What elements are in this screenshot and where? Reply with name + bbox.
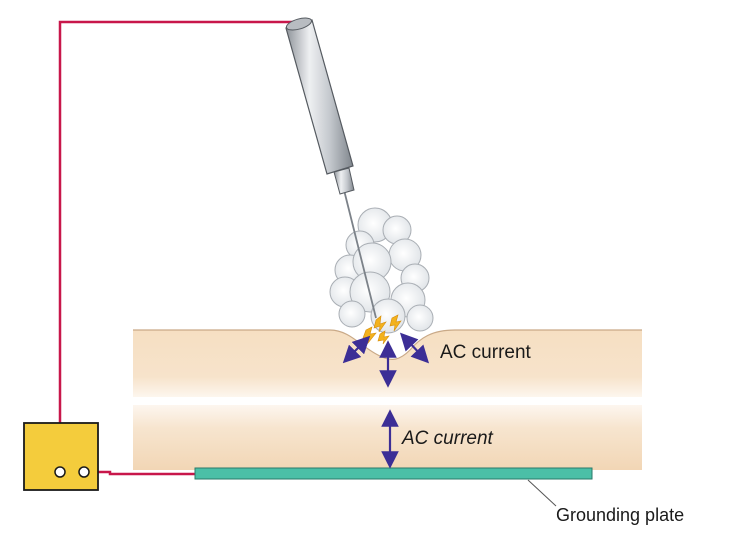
grounding-plate-label: Grounding plate	[556, 505, 685, 525]
probe-collar	[333, 167, 355, 195]
electrosurgical-probe-icon	[285, 17, 377, 319]
current-arrows-upper	[342, 332, 430, 388]
grounding-plate-leader	[527, 479, 557, 507]
generator-box-icon	[23, 422, 99, 491]
probe-handle	[285, 19, 354, 175]
active-wire	[58, 20, 300, 468]
ac-current-upper-label: AC current	[440, 342, 531, 363]
probe-needle	[343, 189, 377, 319]
probe-handle-end	[285, 17, 313, 31]
active-terminal	[54, 466, 66, 478]
smoke-plume-icon	[329, 207, 434, 334]
lower-tissue-layer	[133, 405, 642, 470]
return-terminal	[78, 466, 90, 478]
return-wire	[84, 470, 196, 476]
ac-current-lower-label: AC current	[402, 428, 493, 449]
grounding-plate	[194, 467, 593, 480]
